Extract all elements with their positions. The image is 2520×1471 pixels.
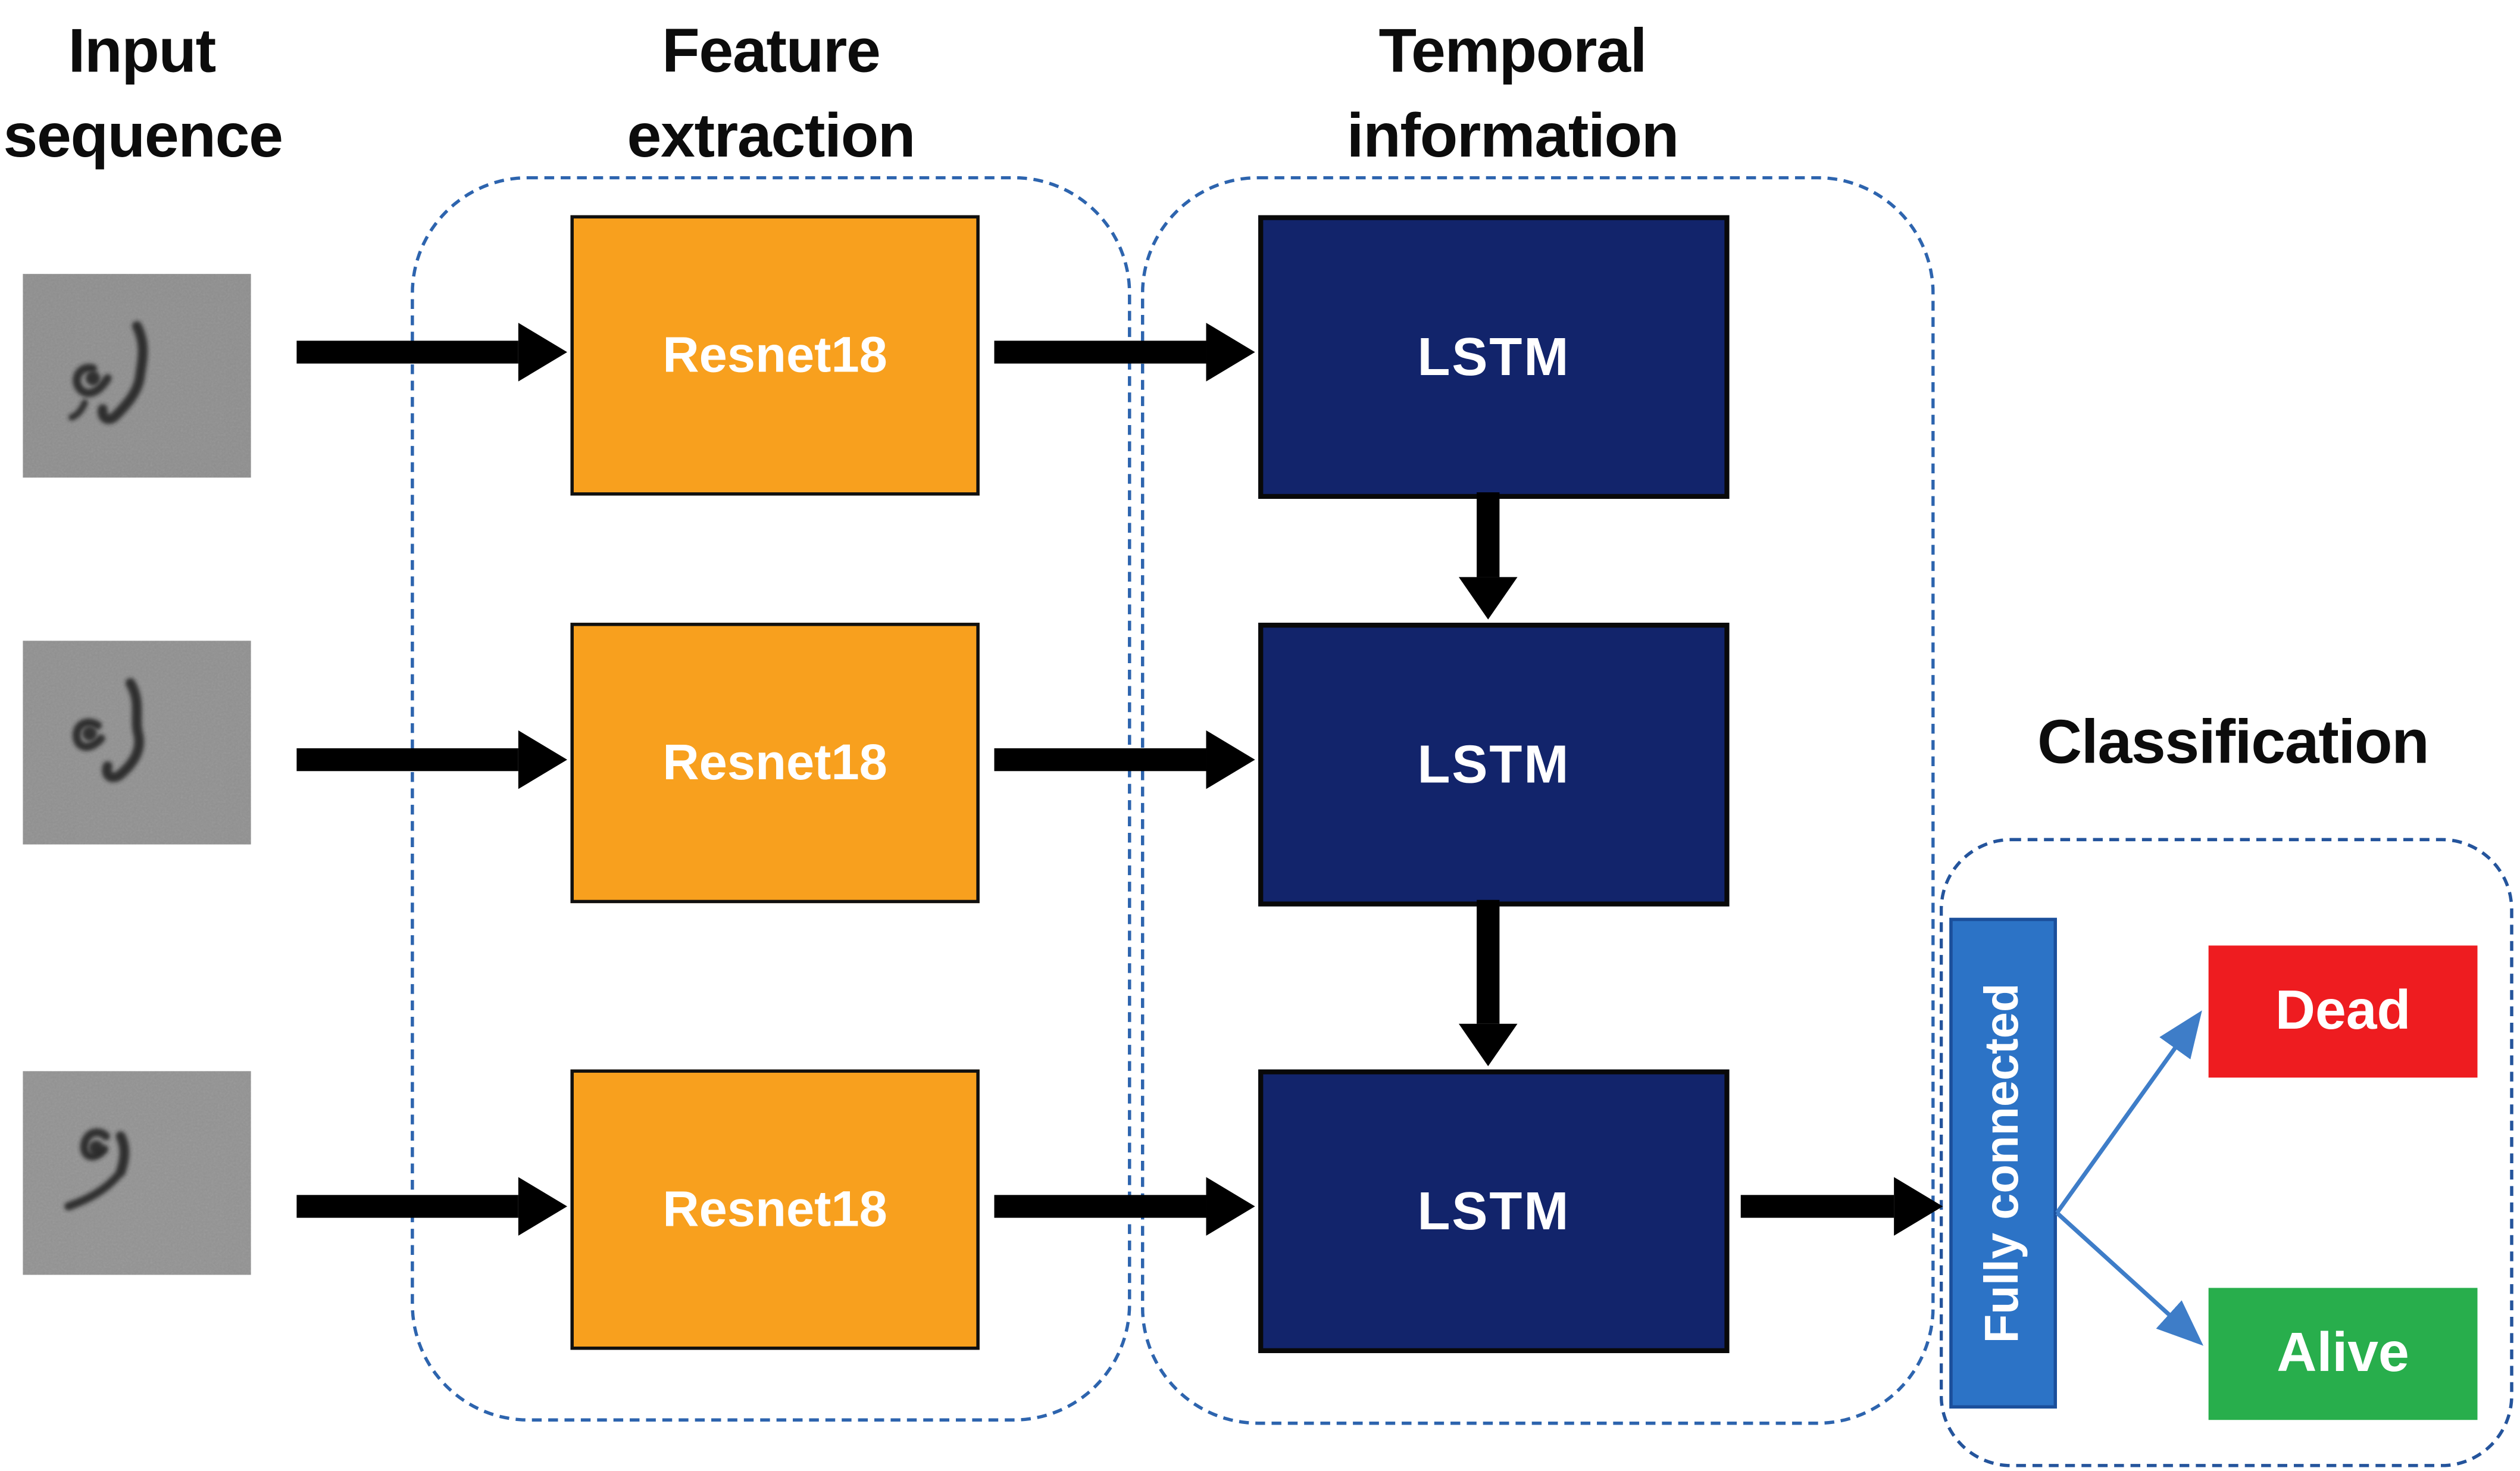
arrow-resnet1-to-lstm1 <box>994 323 1255 382</box>
input-title-line1: Input <box>68 18 217 87</box>
arrow-resnet2-to-lstm2 <box>994 730 1255 789</box>
alive-class-box: Alive <box>2208 1288 2478 1420</box>
resnet18-box-3: Resnet18 <box>570 1069 980 1350</box>
feature-extraction-title: Feature extraction <box>567 10 975 179</box>
arrow-lstm1-to-lstm2 <box>1458 492 1518 620</box>
classification-container <box>1939 838 2513 1467</box>
arrow-lstm3-to-fully-connected <box>1740 1177 1943 1236</box>
feature-title-line1: Feature <box>662 18 881 87</box>
temporal-information-container <box>1140 176 1935 1425</box>
fully-connected-label: Fully connected <box>1976 983 2029 1344</box>
arrow-fc-to-alive <box>2055 1211 2204 1346</box>
worm-micrograph-icon <box>23 641 251 845</box>
resnet18-label: Resnet18 <box>662 1180 887 1238</box>
lstm-box-3: LSTM <box>1258 1069 1730 1353</box>
worm-micrograph-icon <box>23 1071 251 1275</box>
temporal-title-line1: Temporal <box>1378 18 1647 87</box>
lstm-box-1: LSTM <box>1258 215 1730 499</box>
fork-arrows <box>2055 1010 2204 1346</box>
arrow-input2-to-resnet2 <box>296 730 567 789</box>
input-title-line2: sequence <box>3 102 283 171</box>
resnet18-box-2: Resnet18 <box>570 623 980 904</box>
lstm-box-2: LSTM <box>1258 623 1730 907</box>
arrow-input3-to-resnet3 <box>296 1177 567 1236</box>
feature-title-line2: extraction <box>627 102 915 171</box>
input-frame-2 <box>23 641 251 845</box>
input-frame-3 <box>23 1071 251 1275</box>
lstm-label: LSTM <box>1417 326 1571 387</box>
lstm-label: LSTM <box>1417 1180 1571 1241</box>
lstm-label: LSTM <box>1417 733 1571 794</box>
classification-title: Classification <box>2037 709 2430 778</box>
feature-extraction-container <box>411 176 1131 1422</box>
resnet18-label: Resnet18 <box>662 733 887 791</box>
arrow-resnet3-to-lstm3 <box>994 1177 1255 1236</box>
fully-connected-box: Fully connected <box>1949 917 2057 1409</box>
arrow-fc-to-dead <box>2055 1010 2202 1214</box>
input-sequence-title: Input sequence <box>3 10 283 179</box>
alive-label: Alive <box>2277 1322 2409 1384</box>
dead-label: Dead <box>2275 979 2411 1042</box>
dead-class-box: Dead <box>2208 945 2478 1078</box>
temporal-title-line2: information <box>1346 102 1680 171</box>
worm-micrograph-icon <box>23 274 251 478</box>
arrow-lstm2-to-lstm3 <box>1458 900 1518 1066</box>
resnet18-label: Resnet18 <box>662 326 887 383</box>
arrow-input1-to-resnet1 <box>296 323 567 382</box>
resnet18-box-1: Resnet18 <box>570 215 980 496</box>
temporal-information-title: Temporal information <box>1304 10 1721 179</box>
input-frame-1 <box>23 274 251 478</box>
